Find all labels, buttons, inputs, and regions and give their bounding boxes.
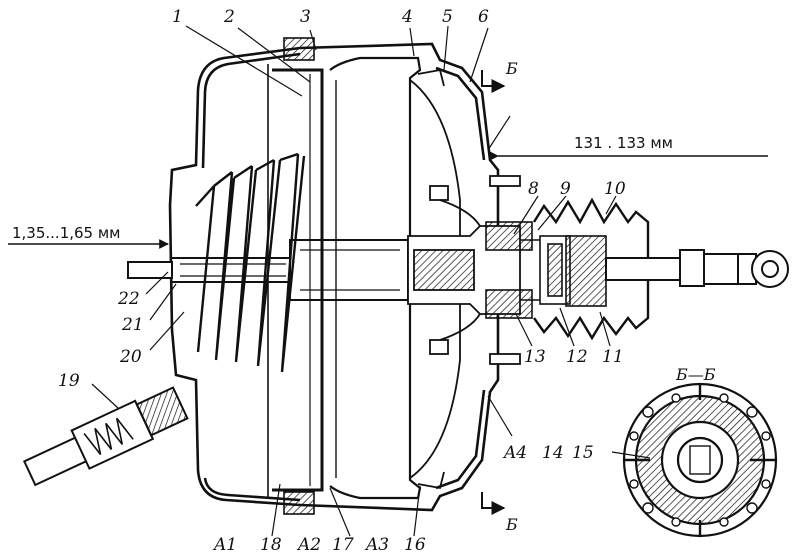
chamber-a1: A1 bbox=[212, 535, 237, 555]
mounting-studs bbox=[489, 175, 521, 365]
callout-4: 4 bbox=[401, 7, 413, 27]
callout-13: 13 bbox=[524, 347, 546, 367]
push-rod bbox=[605, 249, 789, 288]
callout-12: 12 bbox=[566, 347, 588, 367]
dimension-rod-length-text: 131 . 133 мм bbox=[574, 134, 673, 152]
callout-10: 10 bbox=[604, 179, 626, 199]
valve-body bbox=[407, 185, 521, 355]
callout-15: 15 bbox=[572, 443, 594, 463]
callout-20: 20 bbox=[119, 347, 142, 367]
callout-19: 19 bbox=[58, 371, 80, 391]
callout-5: 5 bbox=[442, 7, 453, 27]
callout-6: 6 bbox=[478, 7, 489, 27]
housing-seam-ring bbox=[283, 37, 315, 515]
check-valve-fitting bbox=[22, 386, 189, 487]
callout-2: 2 bbox=[223, 7, 235, 27]
section-label-top: Б bbox=[505, 59, 518, 78]
callout-9: 9 bbox=[560, 179, 571, 199]
section-marker-bottom bbox=[481, 492, 506, 515]
section-view bbox=[622, 382, 778, 538]
callout-11: 11 bbox=[602, 347, 624, 367]
dimension-gap-text: 1,35...1,65 мм bbox=[12, 224, 121, 242]
callout-3: 3 bbox=[300, 7, 311, 27]
callout-18: 18 bbox=[260, 535, 282, 555]
callout-14: 14 bbox=[542, 443, 564, 463]
chamber-a3: A3 bbox=[364, 535, 389, 555]
valve-internals bbox=[485, 221, 607, 319]
section-view-title: Б—Б bbox=[675, 365, 716, 384]
callout-21: 21 bbox=[121, 315, 144, 335]
callout-22: 22 bbox=[117, 289, 140, 309]
chamber-a2: A2 bbox=[296, 535, 321, 555]
return-spring bbox=[195, 152, 306, 373]
callout-16: 16 bbox=[404, 535, 426, 555]
callout-8: 8 bbox=[528, 179, 539, 199]
section-label-bottom: Б bbox=[505, 515, 518, 534]
callout-labels: 1 2 3 4 5 6 8 9 10 11 12 13 14 15 16 17 … bbox=[58, 7, 626, 555]
callout-17: 17 bbox=[332, 535, 354, 555]
leader-lines bbox=[91, 25, 651, 537]
callout-1: 1 bbox=[172, 7, 183, 27]
rear-diaphragm bbox=[329, 56, 422, 500]
chamber-a4: A4 bbox=[502, 443, 527, 463]
chamber-labels: A1 A2 A3 A4 bbox=[212, 443, 527, 555]
section-marker-top bbox=[481, 70, 506, 93]
